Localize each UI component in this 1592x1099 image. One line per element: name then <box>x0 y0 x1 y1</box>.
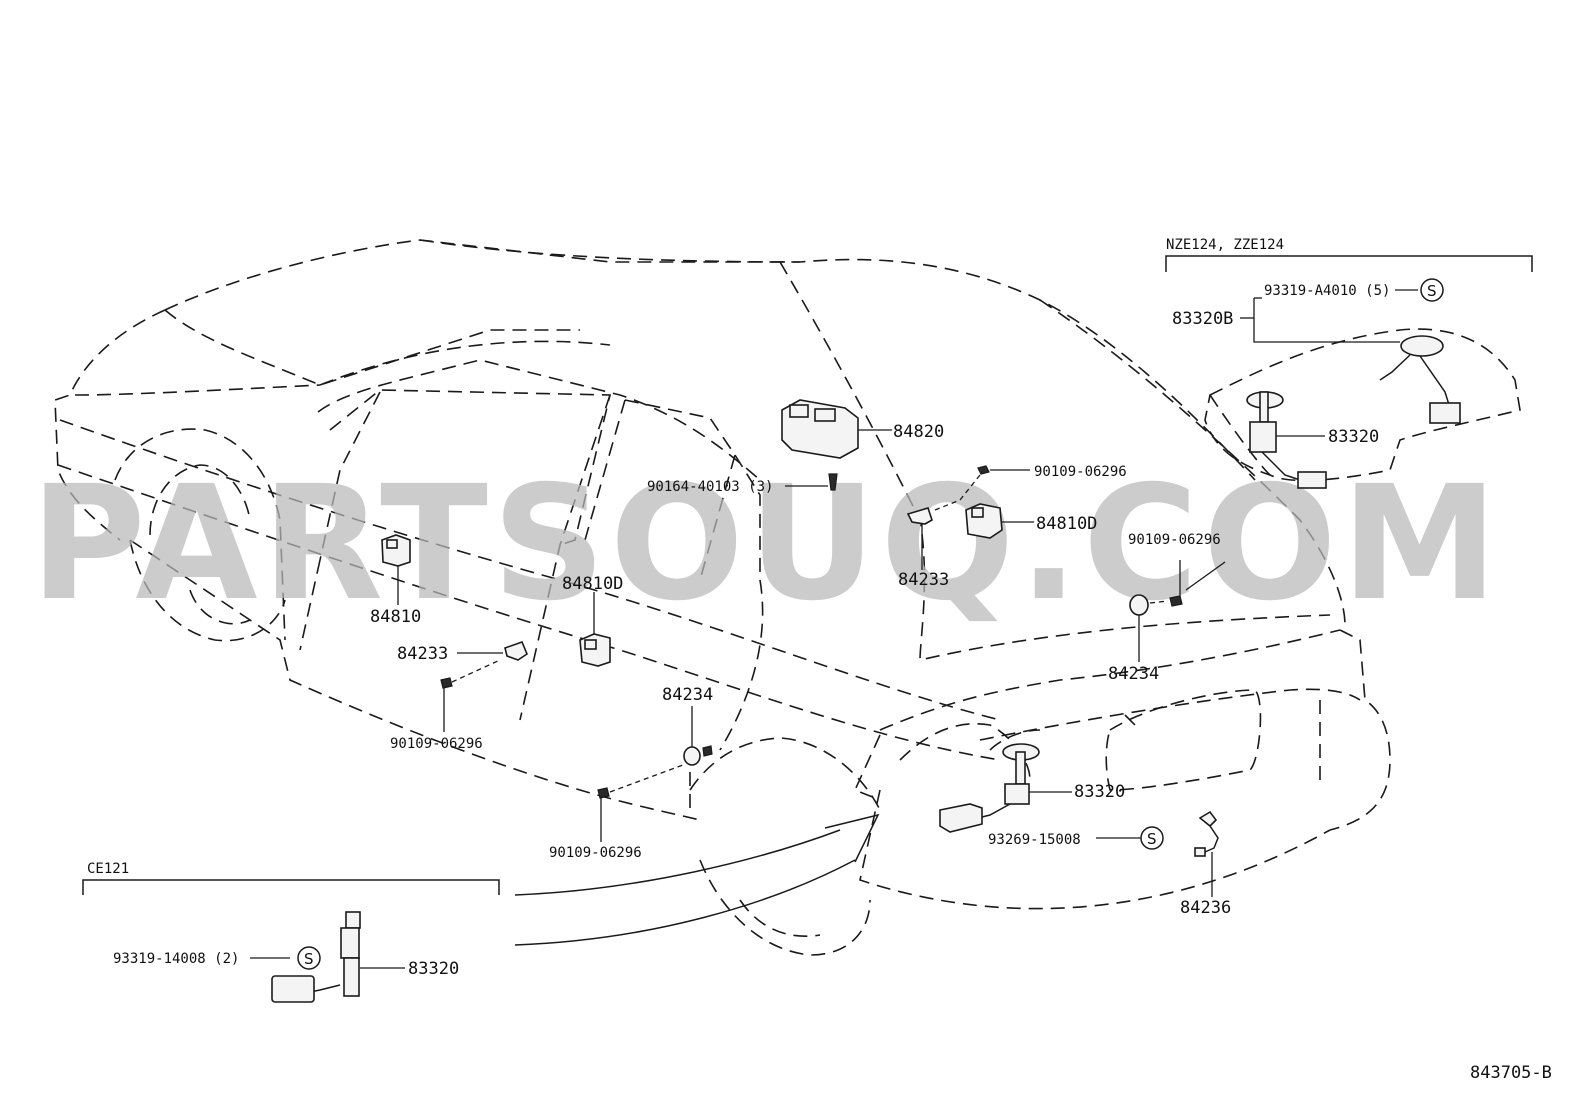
inset-nze124-zze124: NZE124, ZZE124 S 83320B 93319-A4010 (5) … <box>1165 237 1533 489</box>
courtesy-switch-84234-mid <box>683 746 701 766</box>
fuel-gauge-float-main <box>939 803 983 833</box>
part-group-fuel: 83320 S 93269-15008 84236 <box>939 743 1231 918</box>
label-90164-40103: 90164-40103 (3) <box>647 479 773 495</box>
fuel-gauge-float-ce <box>271 975 315 1003</box>
sensor-84236 <box>1198 810 1218 828</box>
s-symbol-nze-text: S <box>1427 282 1437 300</box>
label-84810: 84810 <box>370 607 421 627</box>
label-83320-nze: 83320 <box>1328 427 1379 447</box>
inset-nze-title: NZE124, ZZE124 <box>1166 237 1284 253</box>
label-93269-15008: 93269-15008 <box>988 832 1081 848</box>
screw-90109-06296-left <box>440 677 453 689</box>
svg-text:S: S <box>1147 830 1157 848</box>
fuel-sender-float-83320B <box>1429 402 1461 424</box>
s-symbol-ce <box>297 946 321 970</box>
switch-84810D-mid <box>579 633 611 667</box>
screw-90109-06296-top <box>977 465 990 475</box>
s-symbol-nze <box>1420 278 1444 302</box>
inset-ce-title: CE121 <box>87 861 129 877</box>
part-group-right-door: 84810D 90109-06296 84233 <box>898 464 1127 590</box>
label-83320B: 83320B <box>1172 309 1233 329</box>
label-84234-mid: 84234 <box>662 685 713 705</box>
fuel-gauge-unit-main <box>1004 783 1030 805</box>
label-93319-A4010: 93319-A4010 (5) <box>1264 283 1390 299</box>
courtesy-switch-84233-left <box>504 640 528 661</box>
svg-text:S: S <box>304 950 314 968</box>
label-84233-right: 84233 <box>898 570 949 590</box>
label-90109-bottom: 90109-06296 <box>549 845 642 861</box>
watermark-text: PARTSOUQ.COM <box>30 452 1502 636</box>
label-83320-main: 83320 <box>1074 782 1125 802</box>
screw-90109-06296-trunk <box>1169 595 1183 607</box>
label-90109-trunk: 90109-06296 <box>1128 532 1221 548</box>
label-83320-ce: 83320 <box>408 959 459 979</box>
label-84233-left: 84233 <box>397 644 448 664</box>
fuel-gauge-unit-ce <box>343 957 360 997</box>
part-group-left-door: 84810D 84233 90109-06296 <box>390 574 623 752</box>
label-90109-left: 90109-06296 <box>390 736 483 752</box>
courtesy-switch-84234-trunk <box>1129 594 1149 616</box>
part-group-rear-door: 84234 90109-06296 <box>549 685 713 861</box>
label-84810D-right: 84810D <box>1036 514 1097 534</box>
screw-90164-40103 <box>828 473 838 491</box>
part-group-trunk: 90109-06296 84234 <box>1108 532 1226 684</box>
diagram-id: 843705-B <box>1470 1063 1552 1083</box>
fuel-sender-ring-83320B <box>1400 335 1444 357</box>
label-84234-trunk: 84234 <box>1108 664 1159 684</box>
label-90109-top: 90109-06296 <box>1034 464 1127 480</box>
courtesy-switch-84233-right <box>906 507 933 525</box>
label-84236: 84236 <box>1180 898 1231 918</box>
s-symbol-main <box>1140 826 1164 850</box>
car-outline <box>54 239 1391 956</box>
screw-90109-06296-bottom <box>597 787 610 799</box>
fuel-gauge-unit-nze <box>1249 421 1277 453</box>
part-84820: 84820 90164-40103 (3) <box>647 399 944 495</box>
label-84820: 84820 <box>893 422 944 442</box>
pointer-arrow <box>514 813 880 946</box>
label-93319-14008: 93319-14008 (2) <box>113 951 239 967</box>
label-84810D-mid: 84810D <box>562 574 623 594</box>
part-84810: 84810 <box>370 534 421 627</box>
inset-ce121: CE121 S 93319-14008 (2) 83320 <box>82 861 500 1003</box>
